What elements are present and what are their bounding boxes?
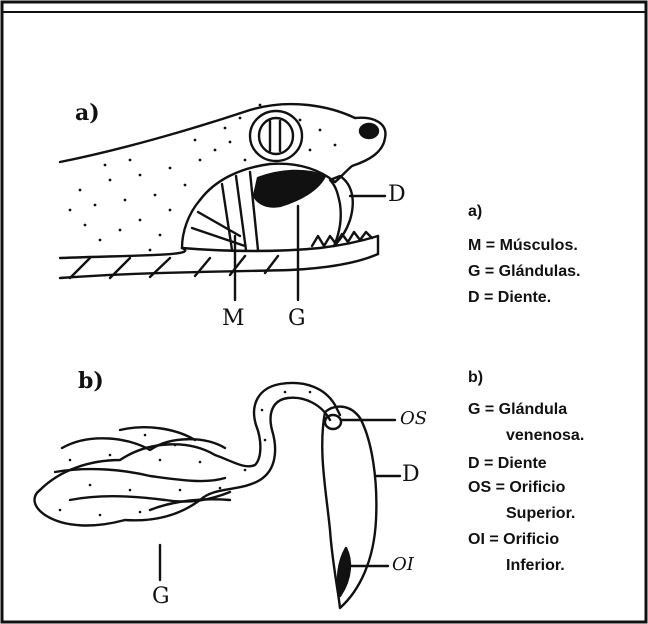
- head-upper-outline: [60, 104, 385, 182]
- legend-a-heading: a): [468, 202, 482, 222]
- part-b-letter: b): [78, 368, 104, 394]
- label-gland-b: G: [152, 584, 170, 609]
- eye-inner: [259, 118, 293, 154]
- venom-gland-a: [254, 171, 325, 207]
- legend-b-item-os: OS = Orificio: [468, 478, 565, 498]
- legend-b-item-g-cont: venenosa.: [506, 426, 584, 446]
- label-oi: OI: [392, 554, 414, 575]
- orifice-inferior: [338, 548, 350, 596]
- label-tooth-a: D: [388, 182, 406, 207]
- legend-b-item-g: G = Glándula: [468, 400, 567, 420]
- gland-duct-inner: [35, 398, 330, 526]
- label-muscles: M: [222, 306, 245, 331]
- label-tooth-b: D: [402, 462, 420, 487]
- orifice-superior: [325, 415, 341, 429]
- part-a-letter: a): [75, 100, 100, 126]
- legend-b-heading: b): [468, 368, 483, 388]
- neck-line: [60, 248, 185, 258]
- venom-gland-illustration: [35, 383, 400, 608]
- snake-head-illustration: [60, 104, 385, 300]
- legend-b-item-oi: OI = Orificio: [468, 530, 559, 550]
- legend-b-item-d: D = Diente: [468, 454, 547, 474]
- legend-a-item-g: G = Glándulas.: [468, 262, 580, 282]
- nostril: [360, 124, 378, 138]
- legend-a-item-m: M = Músculos.: [468, 236, 578, 256]
- legend-a-item-d: D = Diente.: [468, 288, 551, 308]
- gland-lobe-3: [55, 469, 225, 481]
- label-os: OS: [400, 408, 427, 429]
- legend-b-item-oi-cont: Inferior.: [506, 556, 565, 576]
- muscle-fibers: [192, 172, 258, 250]
- label-glands: G: [288, 306, 306, 331]
- gland-lobe-2: [120, 427, 195, 440]
- gland-lobe-5: [150, 499, 230, 510]
- lower-jaw-top: [182, 236, 378, 251]
- legend-b-item-os-cont: Superior.: [506, 504, 575, 524]
- mouth-corner: [182, 200, 200, 248]
- fang: [330, 176, 353, 246]
